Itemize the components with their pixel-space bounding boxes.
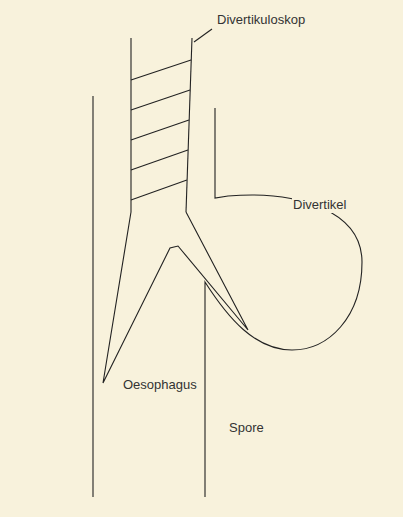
diverticulum-wall — [205, 108, 362, 497]
scope-blades — [103, 212, 248, 383]
scope-tube-right — [186, 38, 192, 212]
scope-tube-left — [130, 38, 131, 212]
scope-hatching — [131, 60, 191, 200]
hatch-line — [131, 150, 188, 170]
part-label: Divertikuloskop — [216, 12, 306, 28]
hatch-line — [131, 120, 189, 140]
hatch-line — [131, 90, 190, 110]
leader-line — [194, 29, 212, 42]
part-label: Oesophagus — [122, 377, 198, 393]
oesophagus-left-wall — [92, 96, 93, 497]
hatch-line — [131, 60, 191, 80]
hatch-line — [131, 180, 187, 200]
part-label: Divertikel — [292, 197, 347, 213]
part-label: Spore — [228, 420, 265, 436]
